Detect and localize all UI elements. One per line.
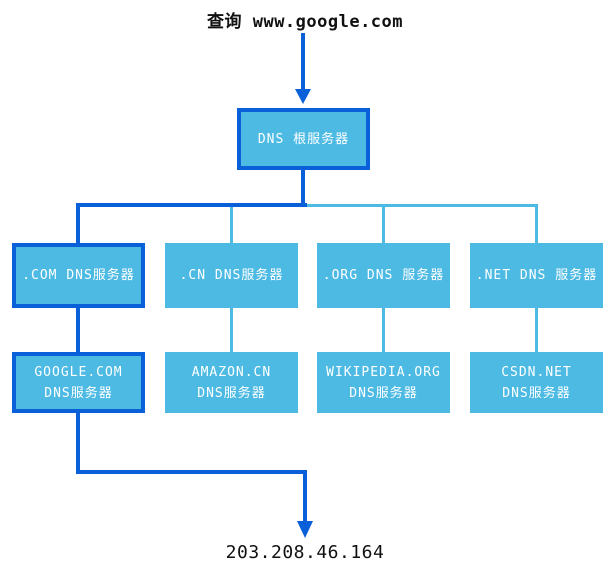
result-path-horizontal-line bbox=[76, 470, 307, 474]
connector-net-csdn-line bbox=[535, 308, 538, 352]
query-title: 查询 www.google.com bbox=[206, 12, 404, 32]
auth-server-box-wikipedia: WIKIPEDIA.ORG DNS服务器 bbox=[317, 352, 450, 413]
auth-server-type-csdn: DNS服务器 bbox=[502, 385, 571, 401]
tld-server-box-com: .COM DNS服务器 bbox=[12, 243, 145, 308]
tld-server-box-org: .ORG DNS 服务器 bbox=[317, 243, 450, 308]
tld-server-label-net: .NET DNS 服务器 bbox=[475, 268, 598, 283]
branch-drop-net-line bbox=[535, 204, 538, 243]
connector-com-google-line bbox=[76, 308, 80, 352]
tld-server-box-cn: .CN DNS服务器 bbox=[165, 243, 298, 308]
root-branch-trunk-line bbox=[301, 170, 305, 207]
tld-server-box-net: .NET DNS 服务器 bbox=[470, 243, 603, 308]
branch-drop-cn-line bbox=[230, 204, 233, 243]
auth-server-box-google: GOOGLE.COM DNS服务器 bbox=[12, 352, 145, 413]
result-path-down-line bbox=[76, 413, 80, 474]
tld-server-label-com: .COM DNS服务器 bbox=[22, 268, 135, 283]
auth-server-box-csdn: CSDN.NET DNS服务器 bbox=[470, 352, 603, 413]
auth-server-name-csdn: CSDN.NET bbox=[501, 364, 572, 380]
auth-server-type-amazon: DNS服务器 bbox=[197, 385, 266, 401]
root-dns-server-label: DNS 根服务器 bbox=[257, 131, 350, 147]
tld-server-label-org: .ORG DNS 服务器 bbox=[322, 268, 445, 283]
result-arrow-line bbox=[303, 470, 307, 522]
branch-drop-org-line bbox=[382, 204, 385, 243]
root-dns-server-box: DNS 根服务器 bbox=[237, 108, 370, 170]
branch-horizontal-dark-line bbox=[76, 203, 307, 207]
branch-drop-com-line bbox=[76, 203, 80, 243]
branch-horizontal-light-line bbox=[76, 204, 538, 207]
query-arrow-head bbox=[295, 89, 311, 104]
auth-server-type-google: DNS服务器 bbox=[44, 385, 113, 401]
auth-server-type-wikipedia: DNS服务器 bbox=[349, 385, 418, 401]
auth-server-box-amazon: AMAZON.CN DNS服务器 bbox=[165, 352, 298, 413]
connector-org-wikipedia-line bbox=[382, 308, 385, 352]
result-arrow-head bbox=[297, 521, 313, 538]
resolved-ip-text: 203.208.46.164 bbox=[225, 542, 385, 563]
tld-server-label-cn: .CN DNS服务器 bbox=[179, 268, 284, 283]
auth-server-name-wikipedia: WIKIPEDIA.ORG bbox=[326, 364, 441, 380]
query-arrow-line bbox=[301, 33, 305, 90]
auth-server-name-google: GOOGLE.COM bbox=[34, 364, 123, 380]
auth-server-name-amazon: AMAZON.CN bbox=[191, 364, 272, 380]
connector-cn-amazon-line bbox=[230, 308, 233, 352]
